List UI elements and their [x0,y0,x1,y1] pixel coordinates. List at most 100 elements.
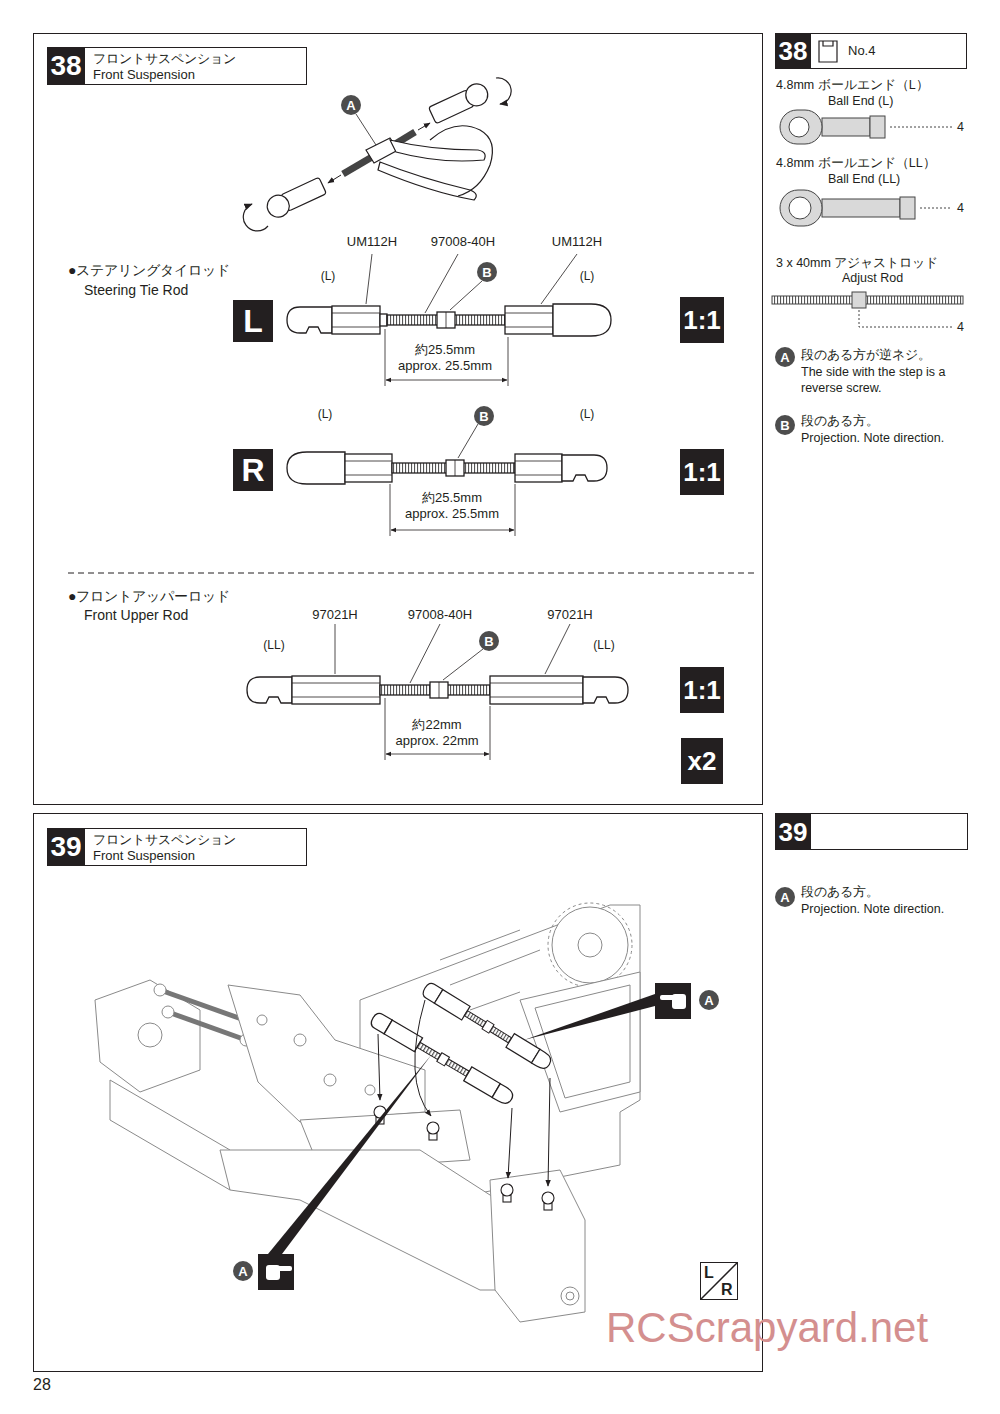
label-text: (L) [321,268,336,284]
parts-drawing [890,127,952,128]
steering-tie-rod-left [553,304,611,336]
label-text: approx. 25.5mm [398,358,492,374]
upper-rod-drawing [369,1011,515,1106]
node-text: A [238,1265,247,1278]
chassis-drawing [578,933,602,957]
step-number: 39 [47,828,85,866]
front-upper-rod [583,677,628,703]
leader-line [410,624,440,683]
front-upper-rod [292,676,380,704]
label-slot: Ball End (LL) [828,171,900,187]
fitting-arrow [548,1078,550,1186]
callout-letter: A [233,1261,253,1281]
label-text: 97008-40H [408,607,472,623]
steering-tie-rod-left [446,312,447,328]
leader-line [366,254,372,304]
leader-line [545,624,570,674]
pliers-drawing [496,78,511,104]
label-slot: UM112H [552,234,602,250]
steering-tie-rod-left [380,314,387,326]
dimension-line [385,698,386,760]
steering-tie-rod-right [455,460,456,476]
steering-tie-rod-right [515,475,562,476]
steering-tie-rod-left [332,327,380,328]
steering-tie-rod-right [287,452,607,484]
label-slot: (LL) [593,637,614,653]
dimension-line [490,706,491,760]
node-text: 1:1 [683,459,721,485]
steering-tie-rod-left [505,313,553,314]
pliers-drawing [462,80,491,109]
parts-drawing [859,310,952,327]
steering-tie-rod-left [437,312,455,328]
pliers-drawing [264,192,293,221]
step-panel [34,34,763,805]
section-divider [68,573,754,574]
pliers-drawing [243,78,511,231]
label-text: Projection. Note direction. [801,430,944,446]
pliers-drawing [243,204,268,231]
parts-drawing [789,197,811,219]
label-text: (L) [580,268,595,284]
label-slot: 4.8mm ボールエンド（L） [776,77,929,93]
fitting-arrow [378,1000,550,1186]
callout-circle [233,1261,253,1281]
label-slot: (L) [580,268,595,284]
parts-drawing [789,117,809,137]
steering-tie-rod-left [505,306,553,334]
callout-circle [477,262,497,282]
steering-tie-rod-right [345,475,392,476]
fitting-arrow [508,1108,512,1178]
chassis-drawing [548,903,632,987]
label-slot: ●ステアリングタイロッド [68,262,230,278]
label-text: UM112H [552,234,602,250]
front-upper-rod [247,677,292,703]
chassis-drawing [257,1015,267,1025]
label-slot: (LL) [263,637,284,653]
steering-tie-rod-right [345,454,392,482]
node-text: L [704,1264,714,1281]
dimension-line [386,380,507,381]
pliers-drawing [428,80,492,125]
chassis-drawing [168,1012,246,1040]
dimension-line [386,754,489,755]
label-slot: 28 [33,1377,51,1393]
label-slot: Steering Tie Rod [84,282,188,298]
chassis-drawing [552,907,628,983]
label-slot: 約25.5mm [422,490,482,506]
callout-circle [341,95,361,115]
callout-circle [775,347,795,367]
label-slot: 約22mm [412,717,461,733]
step-header: フロントサスペンションFront Suspension39 [47,828,307,866]
front-upper-rod [490,697,583,698]
front-upper-rod [292,697,380,698]
parts-drawing [772,296,963,304]
step-number: 38 [47,47,85,85]
steering-tie-rod-left [332,306,380,334]
node-text: Front Suspension [93,67,195,83]
leader-line [458,424,478,458]
pliers-drawing [390,140,485,161]
label-text: 段のある方。 [801,884,879,900]
node-text: Front Suspension [93,848,195,864]
scale-mark: 1:1 [680,449,724,495]
node-text: 39 [779,819,808,845]
step-number: 38 [775,33,811,69]
leader-line [335,624,336,674]
callout-circle [699,990,719,1010]
label-text: Front Upper Rod [84,607,188,623]
chassis-drawing [566,1292,574,1300]
leader-line [425,254,458,313]
steering-tie-rod-right [287,452,345,484]
chassis-drawing [110,1080,230,1190]
label-text: (LL) [263,637,284,653]
callout-letter: B [479,631,499,651]
parts-drawing [780,190,822,226]
label-slot: UM112H [347,234,397,250]
steering-tie-rod-left [332,313,380,314]
ball-stud [542,1192,554,1204]
chassis-drawing [365,1085,375,1095]
node-text: B [484,635,493,648]
